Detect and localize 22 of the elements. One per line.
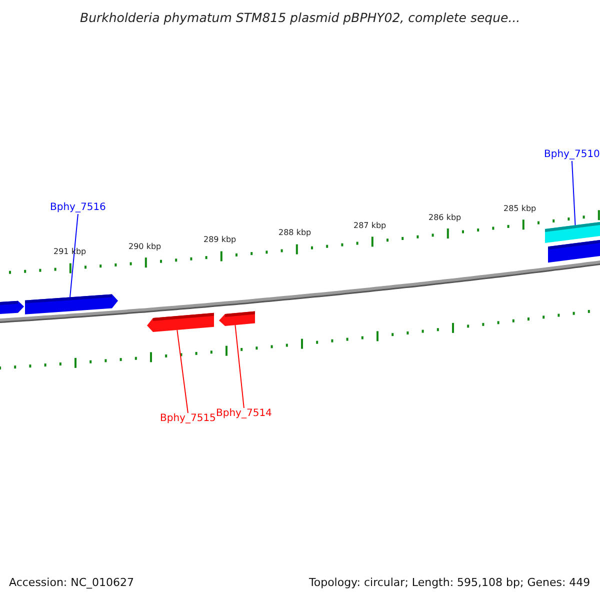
leader-line <box>571 160 576 226</box>
map-title: Burkholderia phymatum STM815 plasmid pBPHY02, complete seque... <box>80 12 520 24</box>
scale-label: 287 kbp <box>354 222 386 230</box>
map-info-label: Topology: circular; Length: 595,108 bp; Genes: 449 <box>309 576 590 588</box>
accession-label: Accession: NC_010627 <box>9 576 134 588</box>
gene-label: Bphy_7510 <box>544 150 600 160</box>
gene-label: Bphy_7515 <box>160 414 216 424</box>
gene-label: Bphy_7516 <box>50 203 106 213</box>
scale-label: 285 kbp <box>504 205 536 214</box>
gene-feature <box>545 222 600 243</box>
gene-label: Bphy_7514 <box>216 409 272 419</box>
scale-label: 290 kbp <box>128 242 162 251</box>
scale-label: 286 kbp <box>428 214 462 222</box>
leader-line <box>70 214 78 298</box>
scale-label: 289 kbp <box>204 236 236 244</box>
gene-feature <box>0 300 24 314</box>
leader-line <box>234 324 244 408</box>
scale-label: 288 kbp <box>278 229 312 238</box>
gene-feature <box>548 240 600 263</box>
leader-line <box>176 330 188 414</box>
gene-feature <box>147 312 214 332</box>
gene-feature <box>219 311 255 326</box>
